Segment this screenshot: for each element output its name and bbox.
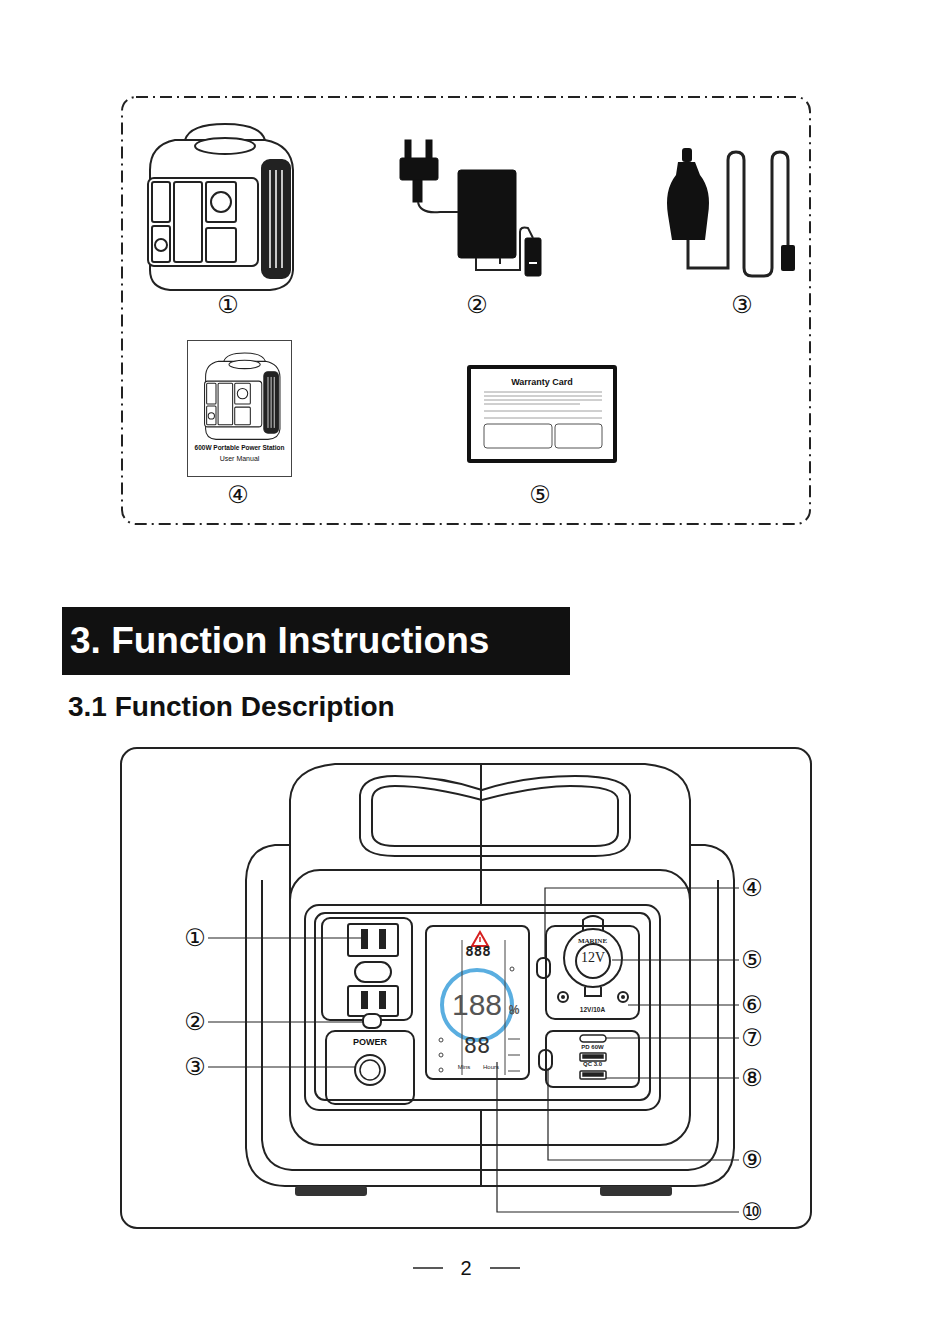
card-title: Warranty Card — [471, 377, 613, 387]
heading-band: 3. Function Instructions — [62, 607, 570, 675]
callout-number: ⑥ — [741, 992, 763, 1018]
lcd-display: 888 188% 88MinsHours — [425, 925, 530, 1080]
battery-percent: 188 — [442, 988, 512, 1023]
callout-number: ② — [466, 292, 488, 318]
usb-panel: PD 60W QC 3.0 — [545, 1030, 640, 1088]
callout-number: ① — [217, 292, 239, 318]
socket-brand: MARINE — [565, 937, 620, 945]
power-panel: POWER — [325, 1030, 415, 1105]
port-label: QC 3.0 — [547, 1061, 638, 1068]
callout-number: ⑦ — [741, 1025, 763, 1051]
callout-number: ⑧ — [741, 1065, 763, 1091]
cover-subtitle: User Manual — [189, 455, 290, 463]
unit-text: Mins — [451, 1064, 477, 1071]
page-number: 2 — [460, 1257, 471, 1279]
unit-text: Hours — [477, 1064, 505, 1071]
callout-number: ⑩ — [741, 1199, 763, 1225]
button-label: POWER — [327, 1037, 413, 1047]
callout-number: ④ — [227, 482, 249, 508]
callout-number: ① — [184, 925, 206, 951]
rating-text: 12V/10A — [557, 1006, 628, 1013]
time-readout: 88 — [452, 1033, 502, 1058]
percent-sign: % — [506, 1004, 522, 1018]
callout-number: ② — [184, 1009, 206, 1035]
callout-number: ③ — [184, 1054, 206, 1080]
watt-readout: 888 — [453, 943, 503, 959]
port-label: PD 60W — [547, 1044, 638, 1051]
dc-output-panel: MARINE 12V 12V/10A — [545, 925, 640, 1020]
callout-number: ③ — [731, 292, 753, 318]
subsection-heading: 3.1 Function Description — [68, 692, 395, 723]
callout-number: ④ — [741, 875, 763, 901]
cover-title: 600W Portable Power Station — [189, 444, 290, 451]
callout-number: ⑤ — [529, 482, 551, 508]
manual-cover: 600W Portable Power StationUser Manual — [187, 340, 292, 477]
socket-voltage: 12V — [573, 950, 613, 966]
callout-number: ⑨ — [741, 1147, 763, 1173]
callout-number: ⑤ — [741, 947, 763, 973]
warranty-card: Warranty Card — [467, 365, 617, 463]
section-heading: 3. Function Instructions — [62, 607, 570, 675]
